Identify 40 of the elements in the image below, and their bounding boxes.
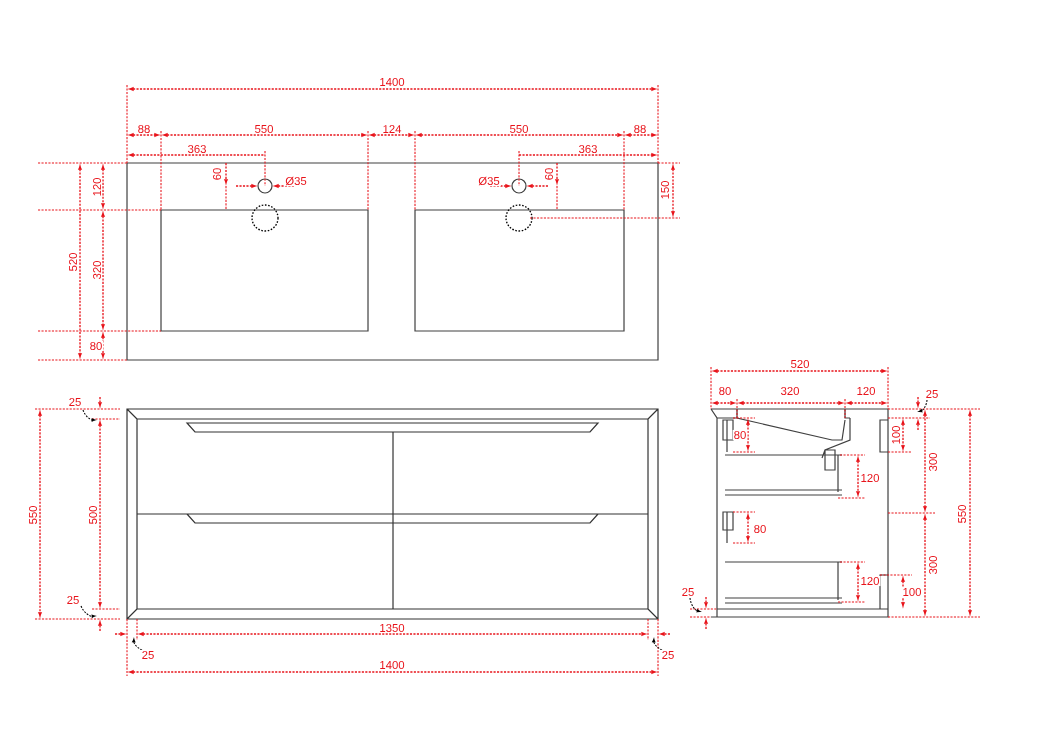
dimension-label: 300 — [927, 451, 939, 473]
dimension-label: 1400 — [378, 76, 406, 88]
dimension-label: 363 — [186, 143, 208, 155]
dimension-label: 300 — [927, 554, 939, 576]
dimension-label: 363 — [577, 143, 599, 155]
dimension-label: 120 — [859, 472, 881, 484]
dimension-label: 100 — [901, 586, 923, 598]
dimension-label: 120 — [859, 575, 881, 587]
dimension-label: 88 — [136, 123, 152, 135]
dimension-label: 550 — [508, 123, 530, 135]
dimension-label: 124 — [381, 123, 403, 134]
dimension-label: 320 — [779, 385, 801, 397]
dimension-label: 25 — [660, 649, 676, 661]
dimension-label: 500 — [87, 504, 99, 526]
dimension-label: 60 — [211, 166, 223, 182]
dimension-label: 25 — [67, 396, 83, 408]
dimension-label: 25 — [924, 388, 940, 400]
dimension-label: 550 — [253, 123, 275, 135]
dimension-label: Ø35 — [477, 175, 501, 187]
dimension-label: 25 — [140, 649, 156, 661]
dimension-label: 80 — [752, 523, 768, 535]
dimension-label: 150 — [659, 179, 671, 201]
dimension-label: 550 — [27, 504, 39, 526]
dimension-label: 80 — [88, 340, 104, 352]
dimension-label: 320 — [91, 259, 103, 281]
dimension-label: 88 — [632, 123, 648, 135]
dimension-label: 80 — [717, 385, 733, 397]
dimension-label: 25 — [65, 594, 81, 606]
dimension-label: 120 — [855, 385, 877, 397]
dimension-label: 520 — [67, 251, 79, 273]
dimension-label: 120 — [91, 176, 103, 198]
dimension-label: 60 — [543, 166, 555, 182]
dimension-label: 550 — [956, 503, 968, 525]
dimension-label: 520 — [789, 358, 811, 370]
dimension-label: 1350 — [378, 622, 406, 634]
dimension-label: 80 — [732, 429, 748, 441]
dimension-label: 1400 — [378, 659, 406, 671]
dimension-label: Ø35 — [284, 175, 308, 187]
dimension-label: 25 — [680, 586, 696, 598]
dimension-label: 100 — [890, 424, 902, 446]
